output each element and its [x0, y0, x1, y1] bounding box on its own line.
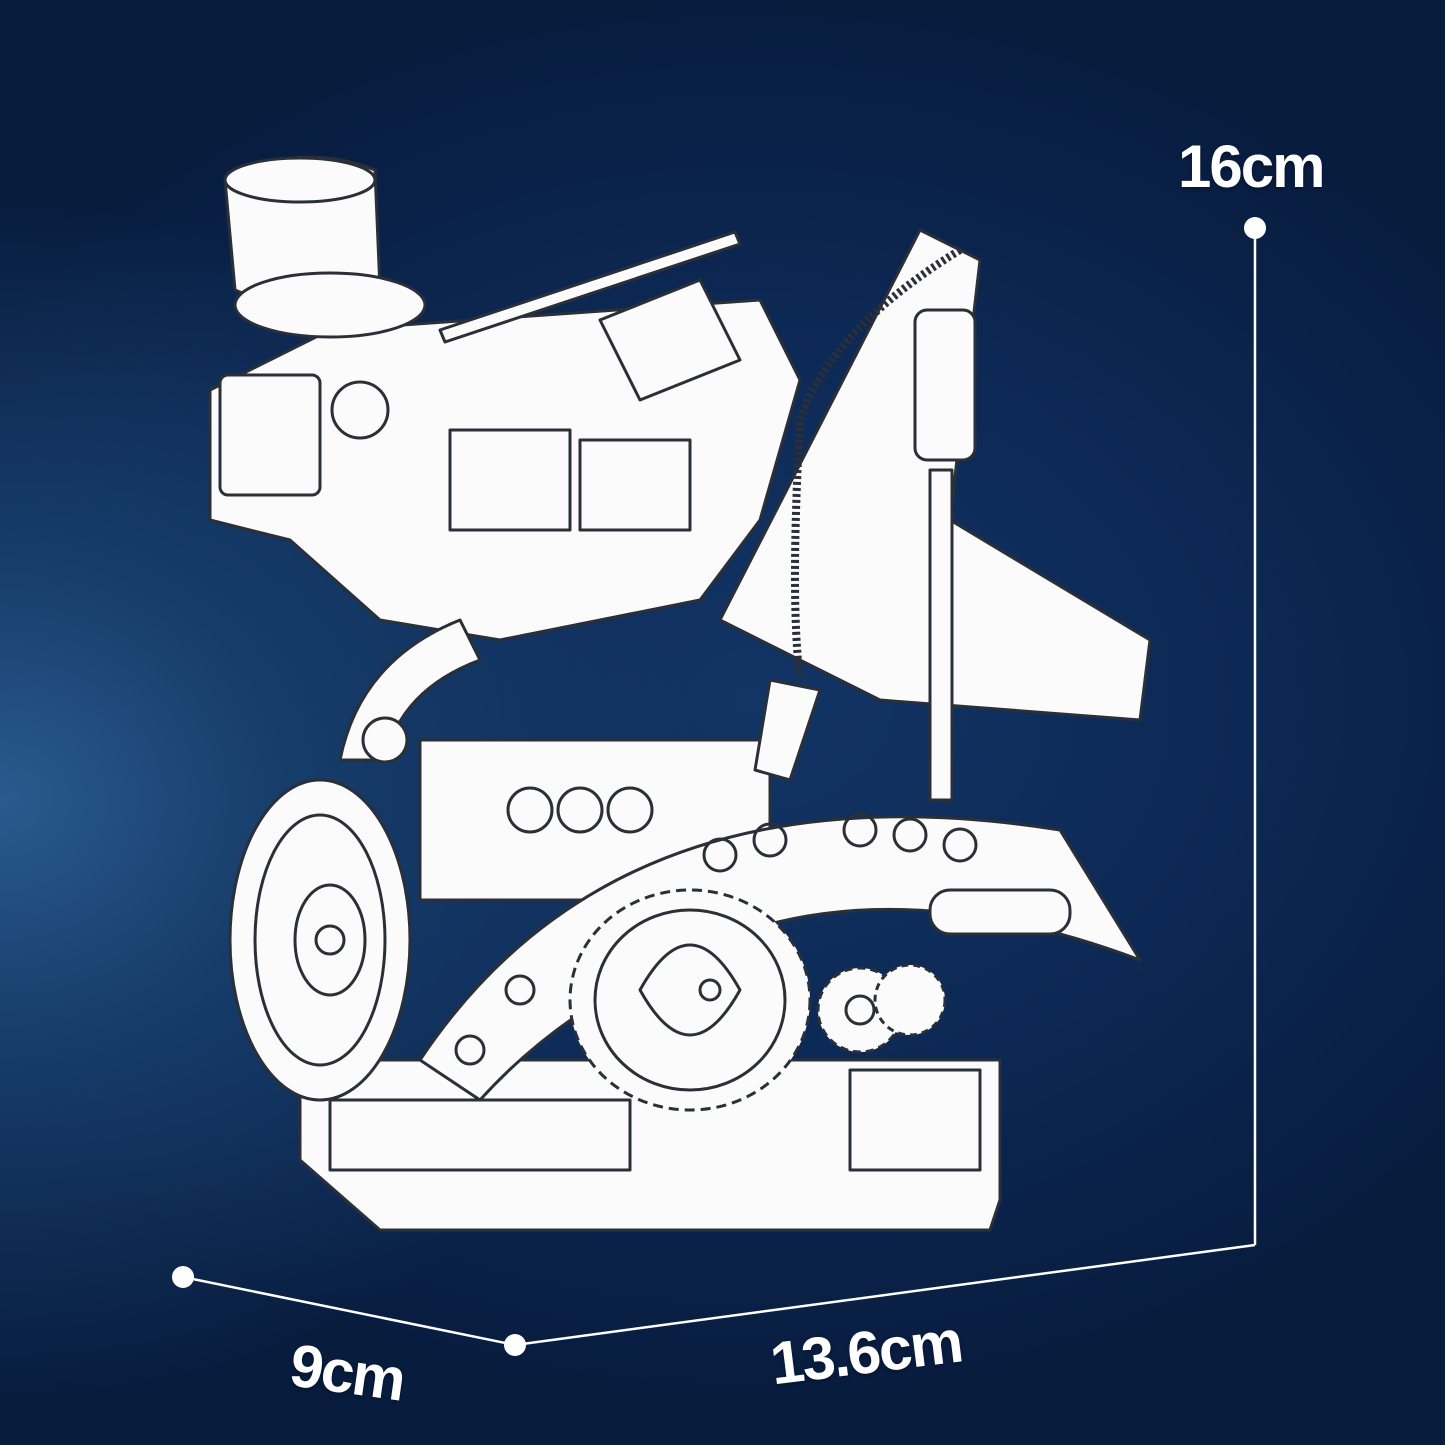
building-block-machine-model	[208, 155, 1152, 1232]
width-dimension-line	[514, 1243, 1256, 1347]
corner-endpoint-dot	[504, 1334, 526, 1356]
depth-dimension-line	[182, 1275, 516, 1347]
height-label: 16cm	[1178, 133, 1325, 200]
depth-endpoint-dot	[172, 1266, 194, 1288]
dimension-lines	[182, 228, 1257, 1347]
height-endpoint-dot	[1244, 217, 1266, 239]
